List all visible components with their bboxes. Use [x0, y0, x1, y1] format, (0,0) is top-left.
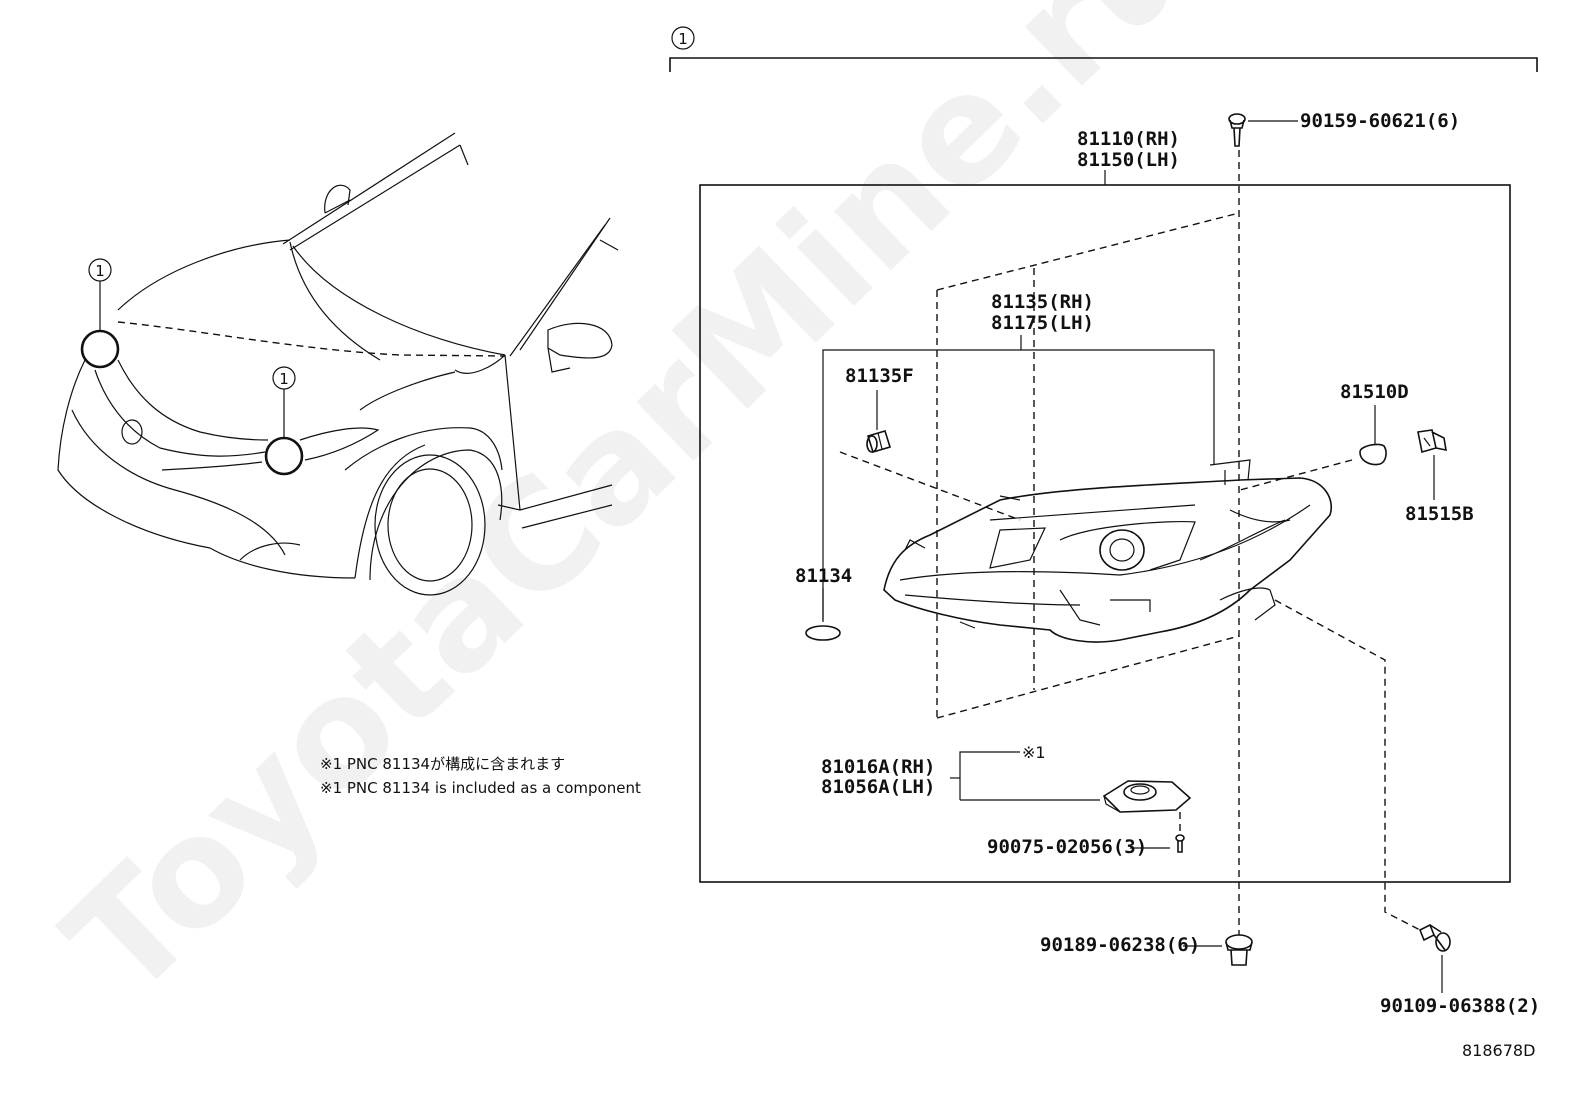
label-90109-06388: 90109-06388(2) — [1380, 995, 1540, 1017]
label-81135f: 81135F — [845, 365, 914, 387]
callout-marker-top: 1 — [678, 30, 688, 48]
note-japanese: ※1 PNC 81134が構成に含まれます — [320, 755, 565, 773]
label-81110-rh: 81110(RH) — [1077, 128, 1180, 150]
label-81135-rh: 81135(RH) — [991, 291, 1094, 313]
label-81150-lh: 81150(LH) — [1077, 149, 1180, 171]
assembly-bracket: 1 — [669, 26, 1538, 72]
label-90189-06238: 90189-06238(6) — [1040, 934, 1200, 956]
nut-90189-icon — [1225, 934, 1253, 966]
label-81134: 81134 — [795, 565, 852, 587]
illustration-id: 818678D — [1462, 1041, 1535, 1060]
socket-81135f-icon — [866, 430, 892, 453]
screw-90159-icon — [1228, 113, 1246, 147]
headlamp-assembly-icon — [883, 459, 1332, 643]
gasket-81134-icon — [805, 625, 841, 641]
car-front-illustration: 1 1 — [57, 132, 619, 596]
screw-90075-icon — [1175, 834, 1185, 853]
label-81515b: 81515B — [1405, 503, 1474, 525]
label-81056a-lh: 81056A(LH) — [821, 776, 935, 798]
computer-81016a-icon — [1102, 780, 1192, 813]
callout-marker-left: 1 — [88, 258, 112, 331]
headlamp-highlight-right — [264, 436, 304, 476]
note-english: ※1 PNC 81134 is included as a component — [320, 779, 641, 797]
bolt-90109-icon — [1418, 923, 1451, 952]
label-81175-lh: 81175(LH) — [991, 312, 1094, 334]
label-90075-02056: 90075-02056(3) — [987, 836, 1147, 858]
bulb-socket-81515b-icon — [1417, 429, 1447, 454]
svg-text:1: 1 — [95, 262, 105, 280]
callout-marker-right: 1 — [272, 366, 296, 438]
svg-text:1: 1 — [279, 370, 289, 388]
note-mark-1: ※1 — [1022, 743, 1046, 762]
headlamp-highlight-left — [80, 329, 120, 369]
label-81510d: 81510D — [1340, 381, 1409, 403]
bulb-81510d-icon — [1359, 443, 1387, 466]
label-81016a-rh: 81016A(RH) — [821, 756, 935, 778]
label-90159-60621: 90159-60621(6) — [1300, 110, 1460, 132]
